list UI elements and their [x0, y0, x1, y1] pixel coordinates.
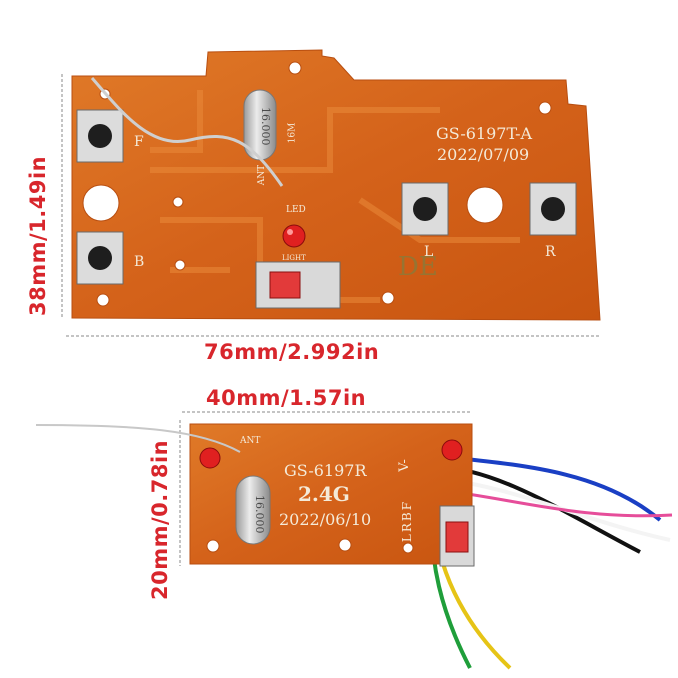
rx-dimension-lines [179, 411, 470, 566]
transmitter-board [71, 49, 601, 321]
tx-dimension-lines [61, 74, 600, 337]
tx-switch-label: LIGHT [282, 254, 306, 262]
rx-pins-top: V- [396, 459, 412, 472]
receiver-board [35, 423, 475, 567]
tx-stamp: DE [398, 252, 438, 282]
tx-height-label: 38mm/1.49in [26, 155, 50, 316]
rx-crystal [235, 475, 271, 545]
rx-antenna-label: ANT [240, 436, 261, 446]
tx-crystal-note: 16M [287, 122, 298, 144]
tx-button-L [401, 182, 449, 236]
rx-led-right [441, 439, 463, 461]
tx-mounting-holes [82, 61, 552, 307]
tx-led [282, 224, 306, 248]
tx-button-F [76, 109, 124, 163]
rx-led-left [199, 447, 221, 469]
tx-width-label: 76mm/2.992in [204, 340, 380, 364]
rx-antenna-wire [35, 424, 241, 453]
tx-date-label: 2022/07/09 [437, 145, 530, 164]
tx-button-label-R: R [545, 244, 556, 260]
rx-slide-switch [439, 505, 475, 567]
tx-led-label: LED [286, 205, 306, 215]
tx-slide-switch [255, 261, 341, 309]
rx-width-label: 40mm/1.57in [206, 386, 367, 410]
tx-button-B [76, 231, 124, 285]
tx-model-label: GS-6197T-A [436, 124, 533, 143]
rx-band-label: 2.4G [298, 482, 350, 506]
rx-model-label: GS-6197R [284, 461, 367, 480]
rx-crystal-marking: 16.000 [253, 495, 266, 534]
rx-date-label: 2022/06/10 [279, 510, 372, 529]
rx-height-label: 20mm/0.78in [148, 439, 172, 600]
tx-crystal-marking: 16.000 [259, 107, 272, 146]
rx-pins-side: LRBF [400, 499, 415, 543]
tx-button-label-F: F [134, 134, 144, 150]
rx-mounting-holes [206, 538, 414, 554]
tx-button-label-L: L [424, 244, 434, 260]
tx-antenna-wire [90, 77, 284, 187]
tx-button-label-B: B [134, 254, 145, 270]
tx-button-R [529, 182, 577, 236]
tx-antenna-label: ANT [257, 164, 268, 186]
